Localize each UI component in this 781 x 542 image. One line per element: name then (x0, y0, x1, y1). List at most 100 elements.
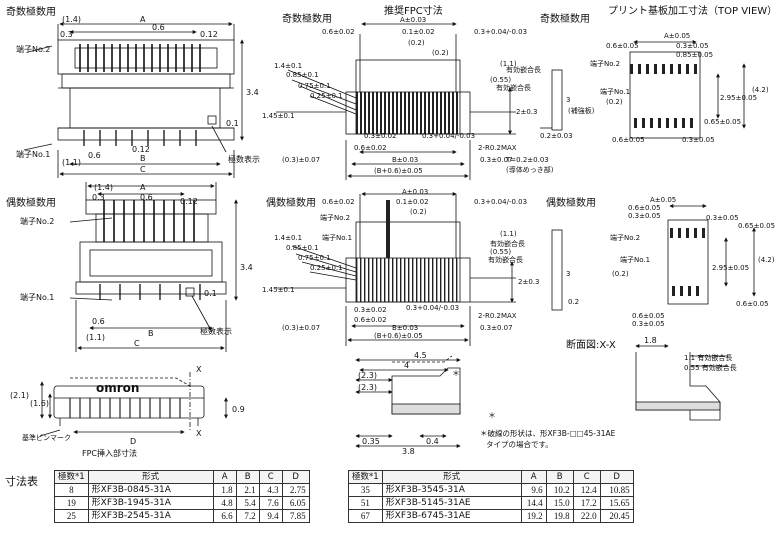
pcb-even-dim-06r: 0.6±0.05 (736, 300, 769, 308)
fpc-odd-dim-075: 0.75±0.1 (298, 82, 331, 90)
pcb-even-terminal-no2: 端子No.2 (610, 233, 640, 242)
cell-a: 4.8 (212, 496, 237, 510)
cell-d: 2.75 (281, 483, 310, 497)
fpc-odd-dim-03q: 0.3+0.04/-0.03 (422, 132, 475, 140)
fpc-even-view (276, 192, 563, 346)
cell-b: 19.8 (545, 509, 574, 523)
cell-poles: 35 (348, 483, 383, 497)
pcb-odd-terminal-no1: 端子No.1 (600, 87, 630, 96)
note-line-2: タイプの場合です。 (486, 440, 553, 449)
even-dim-c: C (134, 339, 140, 348)
fpc-odd-dim-02b: (0.2) (432, 49, 449, 57)
sec-fit-2: 0.55 有効嵌合長 (684, 363, 737, 372)
ref-pin-mark: 基準ピンマーク (22, 433, 71, 442)
fpc-odd-dim-055: (0.55) (490, 76, 511, 84)
pcb-odd-dim-295: 2.95±0.05 (720, 94, 757, 102)
pcb-odd-dim-02: (0.2) (606, 98, 623, 106)
fpc-odd-dim-b06: (B+0.6)±0.05 (374, 167, 423, 175)
fpc-odd-dim-02a: (0.2) (408, 39, 425, 47)
fpc-even-dim-025: 0.25±0.1 (310, 264, 343, 272)
fpc-even-dim-01: 0.1±0.02 (396, 198, 429, 206)
even-dim-0-12: 0.12 (180, 197, 198, 206)
fpc-odd-dim-145: 1.45±0.1 (262, 112, 295, 120)
table-row: 25 形XF3B-2545-31A 6.6 7.2 9.4 7.85 (54, 509, 310, 523)
pcb-even-dim-06b: 0.6±0.05 (632, 312, 665, 320)
even-dim-1-4: (1.4) (94, 183, 113, 192)
pcb-even-dim-03: 0.3±0.05 (628, 212, 661, 220)
fpc-odd-fit2: 有効嵌合長 (496, 83, 531, 92)
odd-view-title: 奇数極数用 (6, 5, 56, 18)
cell-model: 形XF3B-0845-31A (87, 483, 214, 497)
even-terminal-no1: 端子No.1 (20, 292, 54, 302)
s2-dim-04: 0.4 (426, 437, 439, 446)
cell-d: 7.85 (281, 509, 310, 523)
fpc-title: 推奨FPC寸法 (384, 4, 443, 17)
odd-dim-0-6: 0.6 (152, 23, 165, 32)
pcb-odd-dim-06b: 0.6±0.05 (612, 136, 645, 144)
pcb-even-dim-06: 0.6±0.05 (628, 204, 661, 212)
col-c: C (572, 470, 601, 484)
pcb-even-dim-02: (0.2) (612, 270, 629, 278)
col-poles: 極数*1 (348, 470, 383, 484)
pcb-odd-terminal-no2: 端子No.2 (590, 59, 620, 68)
section-view (635, 344, 728, 421)
cell-a: 19.2 (520, 509, 547, 523)
s2-dim-45: 4.5 (414, 351, 427, 360)
pcb-even-dim-a: A±0.05 (650, 196, 676, 204)
s2-asterisk-2: ＊ (488, 411, 496, 420)
cell-c: 22.0 (572, 509, 601, 523)
cell-poles: 51 (348, 496, 383, 510)
cell-a: 1.8 (212, 483, 237, 497)
cell-d: 10.85 (599, 483, 634, 497)
even-pole-display: 極数表示 (200, 326, 232, 336)
side-x-top: X (196, 365, 202, 374)
pcb-even-dim-42: (4.2) (758, 256, 775, 264)
fpc-even-dim-pitch: 0.6±0.02 (322, 198, 355, 206)
fpc-even-dim-055: (0.55) (490, 248, 511, 256)
cell-d: 20.45 (599, 509, 634, 523)
s2-dim-4: 4 (404, 361, 409, 370)
pcb-even-dim-295: 2.95±0.05 (712, 264, 749, 272)
fpc-even-terminal-no2: 端子No.2 (320, 213, 350, 222)
note-line-1: ＊破線の形状は、形XF3B-□□45-31AE (480, 429, 616, 438)
fpc-odd-dim-06b: 0.6±0.02 (354, 144, 387, 152)
table-header-row: 極数*1 形式 A B C D (348, 470, 634, 484)
table-row: 8 形XF3B-0845-31A 1.8 2.1 4.3 2.75 (54, 483, 310, 497)
pcb-title: プリント基板加工寸法（TOP VIEW） (608, 4, 777, 17)
cell-b: 10.2 (545, 483, 574, 497)
fpc-even-dim-03: 0.3+0.04/-0.03 (474, 198, 527, 206)
fpc-even-dim-145: 1.45±0.1 (262, 286, 295, 294)
table-row: 51 形XF3B-5145-31AE 14.4 15.0 17.2 15.65 (348, 496, 634, 510)
cell-b: 7.2 (235, 509, 260, 523)
fpc-odd-dim-3: 3 (566, 96, 570, 104)
sec-fit-1: 1.1 有効嵌合長 (684, 353, 732, 362)
fpc-odd-dim-pitch: 0.6±0.02 (322, 28, 355, 36)
table-row: 67 形XF3B-6745-31AE 19.2 19.8 22.0 20.45 (348, 509, 634, 523)
odd-dim-c: C (140, 165, 146, 174)
even-view-title: 偶数極数用 (6, 196, 56, 209)
odd-connector-view (23, 22, 244, 178)
fpc-odd-fit1: 有効嵌合長 (506, 65, 541, 74)
col-c: C (258, 470, 283, 484)
odd-dim-b: B (140, 154, 146, 163)
cell-c: 9.4 (258, 509, 283, 523)
pcb-even-dim-065: 0.65±0.05 (738, 222, 775, 230)
side-x-bottom: X (196, 429, 202, 438)
cell-a: 14.4 (520, 496, 547, 510)
fpc-even-dim-a: A±0.03 (402, 188, 428, 196)
pcb-odd-dim-06: 0.6±0.05 (606, 42, 639, 50)
pcb-even-subtitle: 偶数極数用 (546, 196, 596, 209)
even-dim-0-6: 0.6 (140, 193, 153, 202)
col-b: B (545, 470, 574, 484)
pcb-odd-view (629, 40, 746, 139)
odd-dim-1-1: (1.1) (62, 158, 81, 167)
cell-d: 6.05 (281, 496, 310, 510)
even-dim-0-3: 0.3 (92, 193, 105, 202)
cell-b: 15.0 (545, 496, 574, 510)
fpc-even-dim-03p: 0.3±0.02 (354, 306, 387, 314)
fpc-odd-dim-025: 0.25±0.1 (310, 92, 343, 100)
s2-dim-23b: (2.3) (358, 383, 377, 392)
fpc-odd-dim-03c: (0.3)±0.07 (282, 156, 320, 164)
odd-terminal-no2: 端子No.2 (16, 44, 50, 54)
s2-dim-035: 0.35 (362, 437, 380, 446)
